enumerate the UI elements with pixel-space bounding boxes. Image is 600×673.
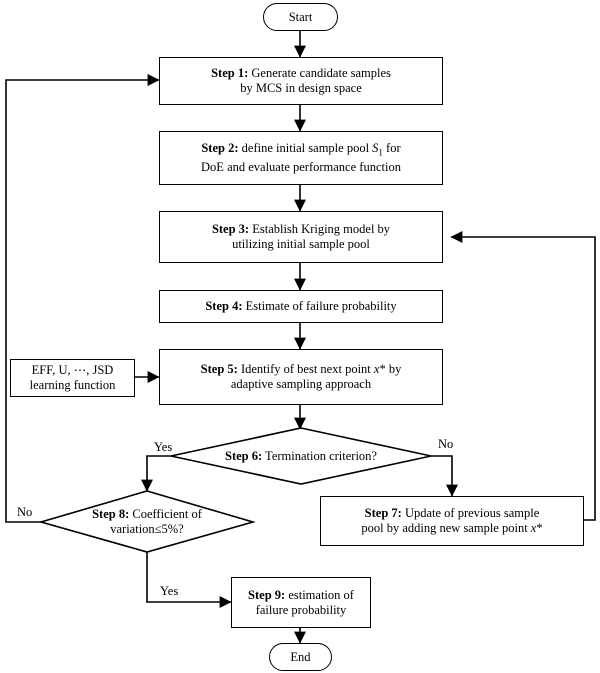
step5-line1b: by — [385, 362, 402, 376]
step2-line1a: define initial sample pool — [238, 140, 373, 155]
step4-box: Step 4: Estimate of failure probability — [159, 290, 443, 323]
learning-function-text: EFF, U, ⋯, JSD learning function — [30, 363, 116, 393]
arrow-step6-yes-to-step8 — [141, 455, 171, 492]
step3-label: Step 3: — [211, 222, 250, 236]
step8-diamond — [38, 490, 256, 553]
step2-box: Step 2: define initial sample pool S1 fo… — [159, 131, 443, 185]
step2-text: Step 2: define initial sample pool S1 fo… — [201, 141, 401, 176]
step5-star: * — [379, 362, 386, 376]
start-label: Start — [288, 9, 313, 24]
step9-line2: failure probability — [255, 602, 347, 617]
arrow-step8-no-loop-to-step1 — [5, 74, 160, 523]
step3-box: Step 3: Establish Kriging model by utili… — [159, 211, 443, 263]
start-terminal: Start — [263, 3, 338, 31]
learning-line2: learning function — [29, 378, 116, 392]
step6-text-area: Step 6: Termination criterion? — [191, 446, 411, 466]
step7-text: Step 7: Update of previous sample pool b… — [361, 506, 542, 536]
end-label: End — [290, 649, 311, 664]
step1-line1: Generate candidate samples — [248, 66, 391, 80]
step7-box: Step 7: Update of previous sample pool b… — [320, 496, 584, 546]
step1-text: Step 1: Generate candidate samples by MC… — [211, 66, 391, 96]
step8-line2: variation≤5%? — [110, 522, 184, 536]
step5-line2: adaptive sampling approach — [230, 377, 372, 391]
learning-function-box: EFF, U, ⋯, JSD learning function — [10, 359, 135, 397]
arrow-step7-loop-to-step3 — [450, 231, 596, 521]
step2-var: S — [372, 140, 379, 155]
step2-sub: 1 — [378, 147, 383, 158]
step5-var: x — [373, 362, 380, 376]
step1-label: Step 1: — [211, 66, 249, 80]
step7-label: Step 7: — [364, 506, 402, 520]
step6-label: Step 6: — [225, 448, 263, 463]
step2-line2: DoE and evaluate performance function — [201, 160, 401, 175]
step9-text: Step 9: estimation of failure probabilit… — [248, 588, 354, 618]
step3-line1: Establish Kriging model by — [249, 222, 391, 236]
step1-box: Step 1: Generate candidate samples by MC… — [159, 57, 443, 105]
step5-label: Step 5: — [200, 362, 238, 376]
step5-box: Step 5: Identify of best next point x* b… — [159, 349, 443, 405]
step6-no-label: No — [438, 437, 454, 451]
step8-yes-label: Yes — [160, 584, 179, 598]
step1-line2: by MCS in design space — [240, 81, 362, 95]
step5-text: Step 5: Identify of best next point x* b… — [201, 362, 402, 392]
step9-label: Step 9: — [248, 587, 286, 602]
step8-label: Step 8: — [92, 507, 130, 521]
end-terminal: End — [269, 643, 332, 671]
step6-yes-label: Yes — [154, 440, 173, 454]
step4-text: Step 4: Estimate of failure probability — [205, 299, 396, 314]
arrow-step6-no-to-step7 — [431, 455, 458, 497]
step4-line1: Estimate of failure probability — [242, 299, 397, 313]
step9-box: Step 9: estimation of failure probabilit… — [231, 577, 371, 628]
learning-line1: EFF, U, ⋯, JSD — [31, 363, 114, 377]
step8-line1: Coefficient of — [129, 507, 202, 521]
step3-line2: utilizing initial sample pool — [232, 237, 370, 251]
step9-line1: estimation of — [285, 587, 354, 602]
arrow-step8-yes-to-step9 — [146, 551, 232, 608]
step8-no-label: No — [17, 505, 33, 519]
step7-var: x — [530, 521, 537, 535]
step5-line1a: Identify of best next point — [237, 362, 374, 376]
step7-line2a: pool by adding new sample point — [361, 521, 531, 535]
step2-label: Step 2: — [201, 140, 239, 155]
step6-diamond — [170, 427, 432, 485]
step3-text: Step 3: Establish Kriging model by utili… — [212, 222, 390, 252]
step4-label: Step 4: — [205, 299, 243, 313]
step2-line1b: for — [382, 140, 401, 155]
step6-line1: Termination criterion? — [262, 448, 377, 463]
step6-text: Step 6: Termination criterion? — [225, 449, 377, 464]
step7-line1: Update of previous sample — [401, 506, 540, 520]
step8-text-area: Step 8: Coefficient of variation≤5%? — [71, 506, 223, 538]
step7-star: * — [536, 521, 543, 535]
step8-text: Step 8: Coefficient of variation≤5%? — [92, 507, 202, 537]
